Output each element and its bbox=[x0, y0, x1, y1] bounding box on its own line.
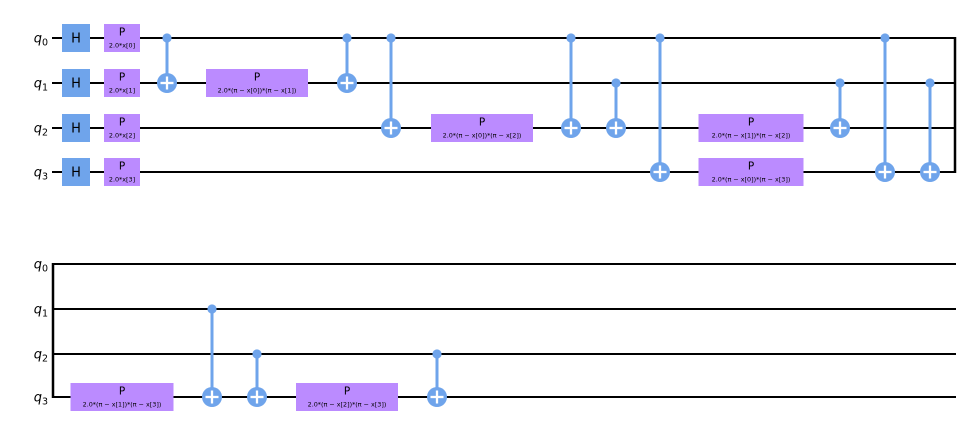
phase-gate-param: 2.0*(π − x[0])*(π − x[1]) bbox=[218, 87, 297, 95]
phase-gate-label: P bbox=[119, 386, 125, 398]
phase-gate-box bbox=[70, 383, 174, 411]
phase-gate-label: P bbox=[254, 72, 260, 84]
cnot-gate bbox=[606, 78, 626, 138]
phase-gate-label: P bbox=[119, 117, 125, 129]
phase-gate-box bbox=[104, 69, 140, 97]
qubit-label: q3 bbox=[34, 166, 48, 183]
qubit-label: q1 bbox=[34, 303, 48, 320]
phase-gate-box bbox=[206, 69, 308, 97]
h-gate: H bbox=[62, 24, 90, 52]
phase-gate-box bbox=[296, 383, 398, 411]
phase-gate-param: 2.0*(π − x[1])*(π − x[2]) bbox=[712, 132, 791, 140]
cnot-gate bbox=[381, 33, 401, 138]
phase-gate: P 2.0*x[2] bbox=[104, 114, 140, 142]
cnot-gate bbox=[561, 33, 581, 138]
cnot-control-dot bbox=[342, 33, 352, 43]
h-gate: H bbox=[62, 158, 90, 186]
phase-gate-param: 2.0*x[2] bbox=[109, 132, 135, 140]
h-gate-box bbox=[62, 69, 90, 97]
cnot-gate bbox=[337, 33, 357, 93]
qubit-label: q2 bbox=[34, 122, 48, 139]
cnot-control-dot bbox=[835, 78, 845, 88]
phase-gate: P 2.0*(π − x[0])*(π − x[3]) bbox=[698, 158, 804, 186]
phase-gate-param: 2.0*(π − x[1])*(π − x[3]) bbox=[83, 401, 162, 409]
phase-gate: P 2.0*(π − x[1])*(π − x[3]) bbox=[70, 383, 174, 411]
qubit-label: q1 bbox=[34, 77, 48, 94]
circuit-row-bottom: q0 q1 q2 q3 P 2.0*(π − x[1])*(π − x[3]) P 2.0*(… bbox=[34, 258, 956, 411]
qubit-label: q0 bbox=[34, 258, 48, 275]
phase-gate: P 2.0*(π − x[0])*(π − x[1]) bbox=[206, 69, 308, 97]
cnot-control-dot bbox=[162, 33, 172, 43]
phase-gate-param: 2.0*(π − x[0])*(π − x[2]) bbox=[443, 132, 522, 140]
cnot-gate bbox=[157, 33, 177, 93]
h-gate-box bbox=[62, 114, 90, 142]
cnot-control-dot bbox=[925, 78, 935, 88]
phase-gate-box bbox=[104, 158, 140, 186]
cnot-control-dot bbox=[655, 33, 665, 43]
phase-gate-box bbox=[104, 24, 140, 52]
phase-gate-box bbox=[698, 114, 804, 142]
phase-gate-param: 2.0*(π − x[0])*(π − x[3]) bbox=[712, 176, 791, 184]
phase-gate-label: P bbox=[119, 72, 125, 84]
phase-gate: P 2.0*(π − x[0])*(π − x[2]) bbox=[431, 114, 533, 142]
phase-gate: P 2.0*x[0] bbox=[104, 24, 140, 52]
phase-gate-box bbox=[698, 158, 804, 186]
phase-gate-label: P bbox=[748, 161, 754, 173]
h-gate-box bbox=[62, 158, 90, 186]
phase-gate: P 2.0*(π − x[2])*(π − x[3]) bbox=[296, 383, 398, 411]
cnot-gate bbox=[202, 304, 222, 407]
cnot-control-dot bbox=[880, 33, 890, 43]
qubit-label: q2 bbox=[34, 348, 48, 365]
phase-gate-box bbox=[431, 114, 533, 142]
h-gate-label: H bbox=[71, 122, 81, 137]
h-gate: H bbox=[62, 114, 90, 142]
qubit-label: q3 bbox=[34, 391, 48, 408]
cnot-control-dot bbox=[432, 349, 442, 359]
phase-gate-label: P bbox=[344, 386, 350, 398]
circuit-row-top: q0q1q2q3HHHHP2.0*x[0]P2.0*x[1]P2.0*x[2]P… bbox=[34, 24, 957, 186]
phase-gate-param: 2.0*x[1] bbox=[109, 87, 135, 95]
cnot-gate bbox=[427, 349, 447, 407]
cnot-gate bbox=[875, 33, 895, 182]
cnot-gate bbox=[830, 78, 850, 138]
h-gate-box bbox=[62, 24, 90, 52]
cnot-gate bbox=[920, 78, 940, 182]
cnot-control-dot bbox=[252, 349, 262, 359]
qubit-label: q0 bbox=[34, 32, 48, 49]
h-gate: H bbox=[62, 69, 90, 97]
cnot-control-dot bbox=[611, 78, 621, 88]
cnot-gate bbox=[247, 349, 267, 407]
phase-gate-label: P bbox=[479, 117, 485, 129]
phase-gate-param: 2.0*x[3] bbox=[109, 176, 135, 184]
phase-gate-label: P bbox=[748, 117, 754, 129]
cnot-gate bbox=[650, 33, 670, 182]
phase-gate-param: 2.0*(π − x[2])*(π − x[3]) bbox=[308, 401, 387, 409]
phase-gate: P 2.0*(π − x[1])*(π − x[2]) bbox=[698, 114, 804, 142]
phase-gate-param: 2.0*x[0] bbox=[109, 42, 135, 50]
phase-gate: P 2.0*x[1] bbox=[104, 69, 140, 97]
phase-gate-label: P bbox=[119, 27, 125, 39]
h-gate-label: H bbox=[71, 77, 81, 92]
cnot-control-dot bbox=[207, 304, 217, 314]
cnot-control-dot bbox=[386, 33, 396, 43]
h-gate-label: H bbox=[71, 166, 81, 181]
phase-gate-label: P bbox=[119, 161, 125, 173]
cnot-control-dot bbox=[566, 33, 576, 43]
phase-gate-box bbox=[104, 114, 140, 142]
h-gate-label: H bbox=[71, 32, 81, 47]
phase-gate: P 2.0*x[3] bbox=[104, 158, 140, 186]
